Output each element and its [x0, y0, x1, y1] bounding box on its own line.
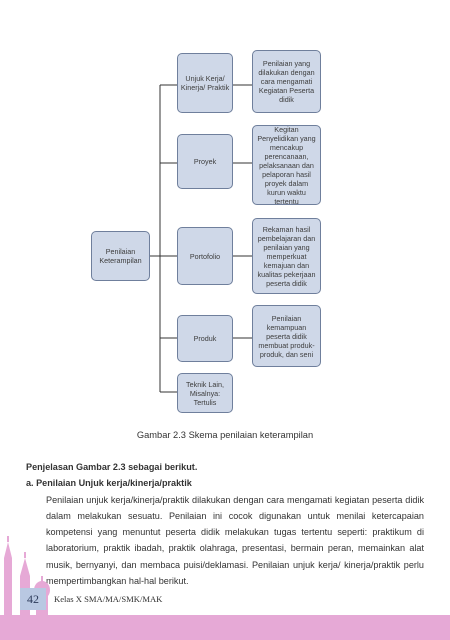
desc-label: Penilaian kemampuan peserta didik membua…	[258, 313, 315, 359]
method-label: Unjuk Kerja/ Kinerja/ Praktik	[180, 74, 230, 92]
root-box: Penilaian Keterampilan	[91, 231, 150, 281]
method-label: Portofolio	[189, 251, 221, 261]
method-label: Teknik Lain, Misalnya: Tertulis	[186, 379, 224, 407]
method-box-portofolio: Portofolio	[177, 227, 233, 285]
figure-caption: Gambar 2.3 Skema penilaian keterampilan	[136, 430, 314, 440]
method-box-produk: Produk	[177, 315, 233, 362]
section-heading: Penjelasan Gambar 2.3 sebagai berikut.	[26, 462, 198, 472]
desc-box-unjuk-kerja: Penilaian yang dilakukan dengan cara men…	[252, 50, 321, 113]
root-label: Penilaian Keterampilan	[99, 247, 142, 265]
desc-label: Kegitan Penyelidikan yang mencakup peren…	[257, 124, 316, 206]
desc-box-proyek: Kegitan Penyelidikan yang mencakup peren…	[252, 124, 321, 206]
book-title: Kelas X SMA/MA/SMK/MAK	[54, 594, 163, 604]
desc-label: Penilaian yang dilakukan dengan cara men…	[258, 59, 315, 104]
diagram-connectors	[150, 84, 252, 393]
assessment-diagram: Penilaian Keterampilan Unjuk Kerja/ Kine…	[91, 50, 321, 413]
page-number: 42	[20, 588, 46, 610]
method-box-proyek: Proyek	[177, 134, 233, 189]
desc-label: Rekaman hasil pembelajaran dan penilaian…	[257, 224, 316, 288]
method-box-unjuk-kerja: Unjuk Kerja/ Kinerja/ Praktik	[177, 53, 233, 113]
footer-band	[0, 615, 450, 640]
desc-box-portofolio: Rekaman hasil pembelajaran dan penilaian…	[252, 218, 321, 294]
method-box-teknik-lain: Teknik Lain, Misalnya: Tertulis	[177, 373, 233, 413]
method-label: Produk	[193, 334, 217, 343]
section-body: Penjelasan Gambar 2.3 sebagai berikut. a…	[26, 459, 424, 589]
section-subheading: a. Penilaian Unjuk kerja/kinerja/praktik	[26, 478, 192, 489]
desc-box-produk: Penilaian kemampuan peserta didik membua…	[252, 305, 321, 367]
section-paragraph: Penilaian unjuk kerja/kinerja/praktik di…	[46, 494, 424, 587]
method-label: Proyek	[193, 157, 217, 166]
